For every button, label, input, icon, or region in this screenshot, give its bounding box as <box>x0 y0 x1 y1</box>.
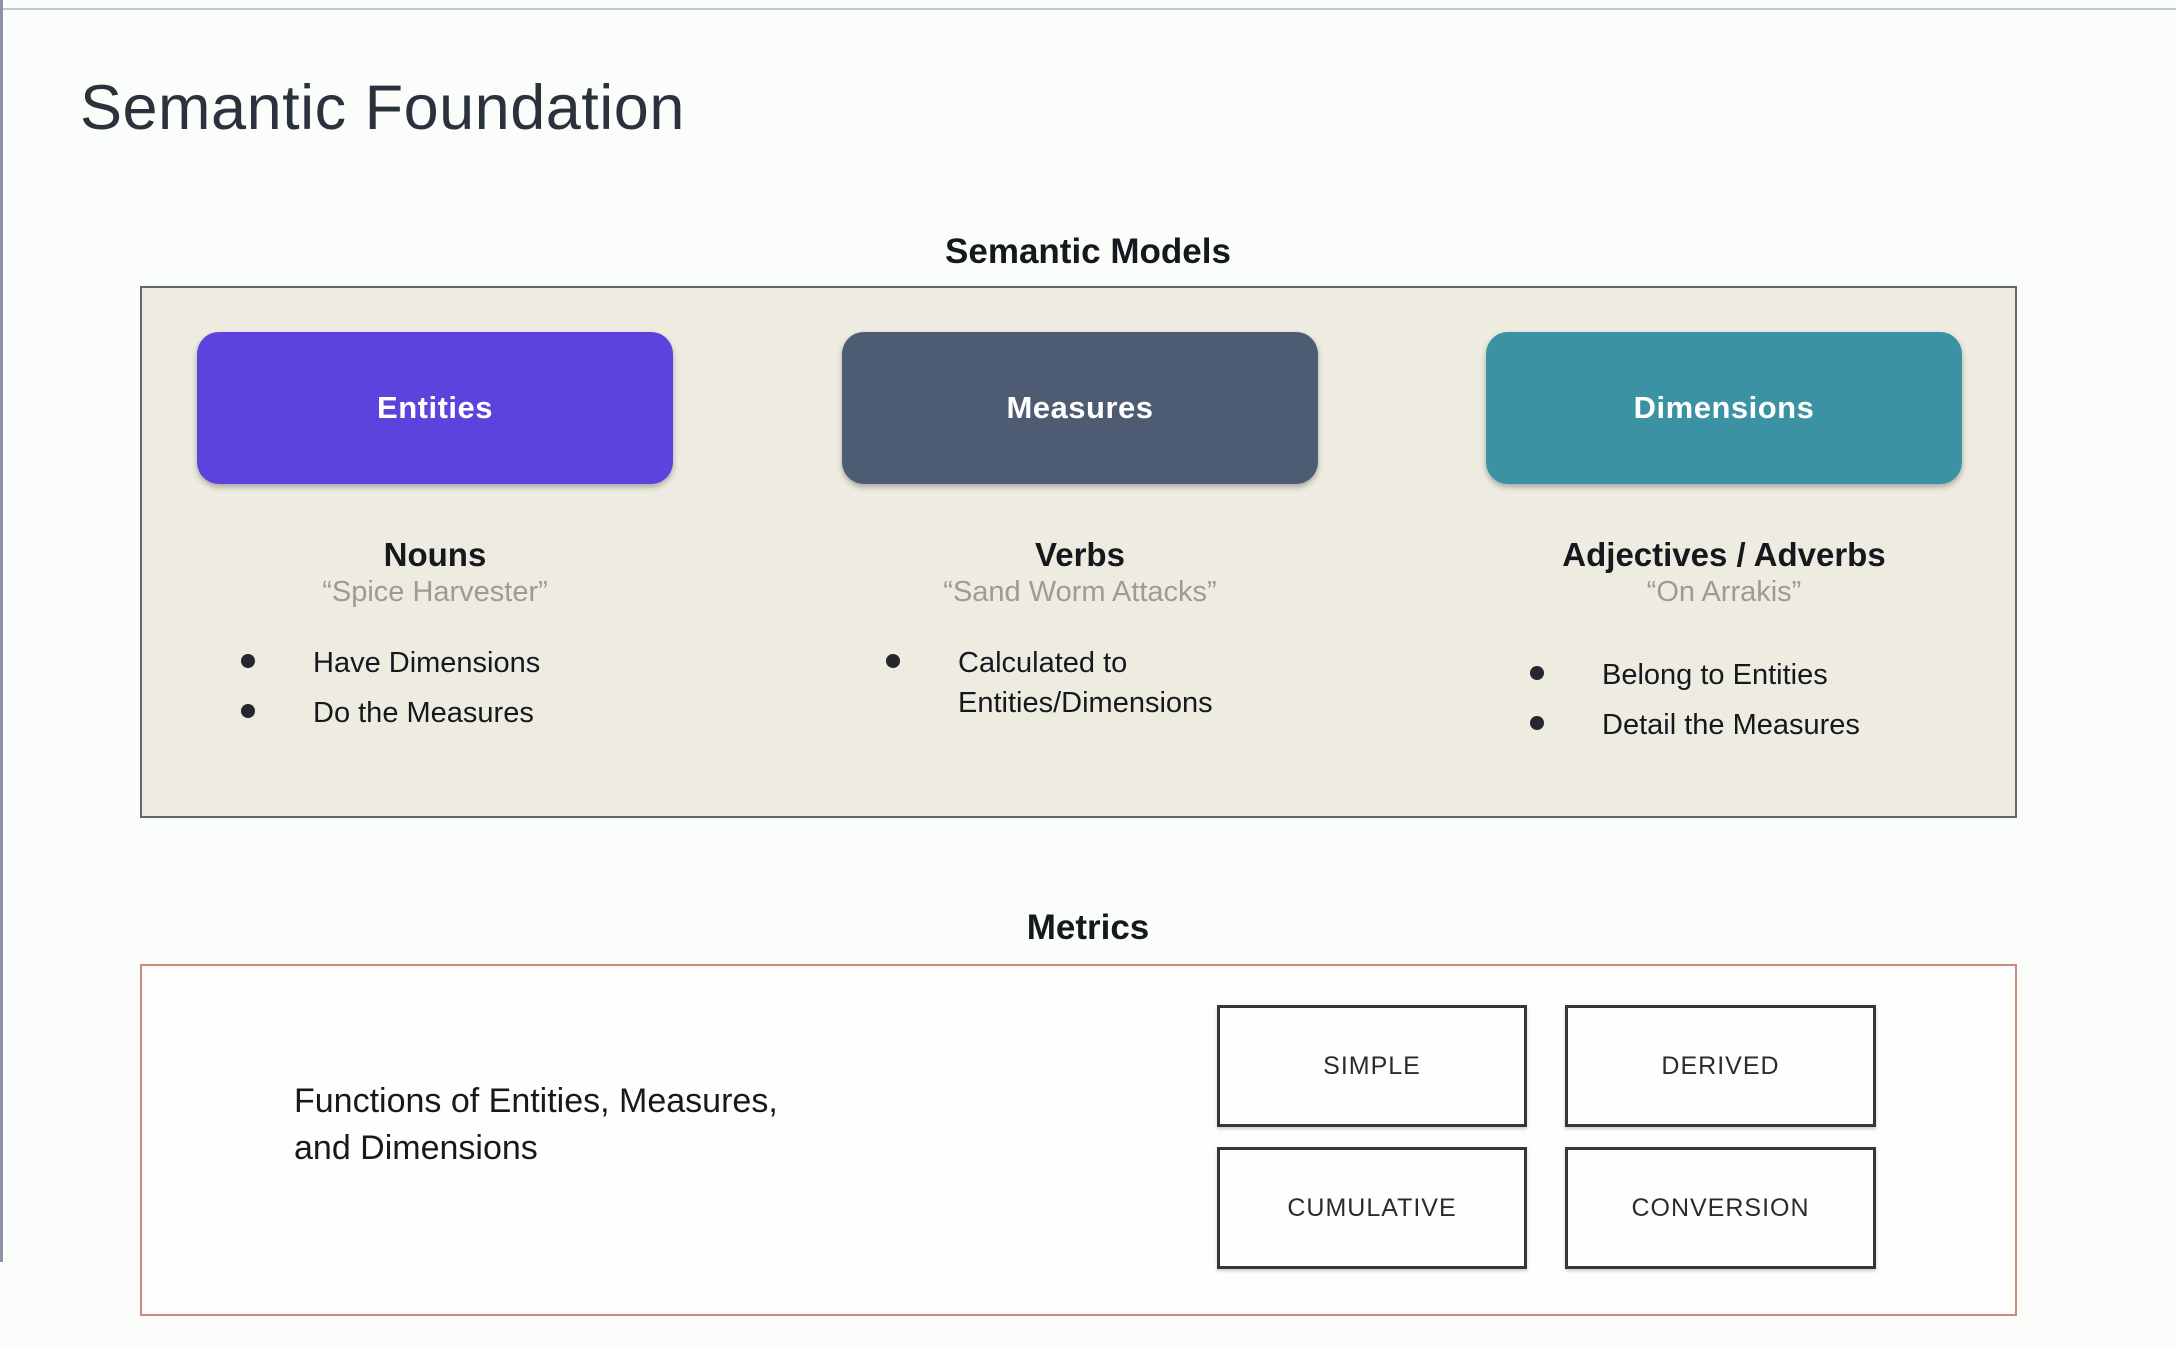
metrics-description-line2: and Dimensions <box>294 1129 538 1167</box>
page-title: Semantic Foundation <box>80 73 685 143</box>
entities-pill: Entities <box>197 332 673 484</box>
bullet-dot-icon <box>241 654 255 668</box>
metrics-heading: Metrics <box>1026 908 1150 947</box>
metric-type-grid: SIMPLE DERIVED CUMULATIVE CONVERSION <box>1217 1005 1876 1269</box>
column-measures: Measures Verbs “Sand Worm Attacks” Calcu… <box>800 286 1360 733</box>
bullet-dot-icon <box>1530 716 1544 730</box>
measures-col-heading: Verbs <box>1035 536 1125 573</box>
metrics-description-line1: Functions of Entities, Measures, <box>294 1082 778 1120</box>
semantic-models-heading: Semantic Models <box>945 232 1231 271</box>
column-entities: Entities Nouns “Spice Harvester” Have Di… <box>155 286 715 743</box>
bullet-dot-icon <box>241 704 255 718</box>
list-item: Have Dimensions <box>241 643 715 683</box>
dimensions-col-heading: Adjectives / Adverbs <box>1562 536 1886 573</box>
metric-type-conversion: CONVERSION <box>1565 1147 1876 1269</box>
frame-left-line <box>0 0 3 1262</box>
entities-bullet-list: Have Dimensions Do the Measures <box>155 643 715 733</box>
metrics-description: Functions of Entities, Measures, and Dim… <box>294 1078 778 1172</box>
column-dimensions: Dimensions Adjectives / Adverbs “On Arra… <box>1444 286 2004 755</box>
dimensions-bullet-list: Belong to Entities Detail the Measures <box>1444 655 2004 745</box>
dimensions-col-quote: “On Arrakis” <box>1646 576 1802 608</box>
measures-pill: Measures <box>842 332 1318 484</box>
list-item: Do the Measures <box>241 693 715 733</box>
metric-type-cumulative: CUMULATIVE <box>1217 1147 1527 1269</box>
bullet-dot-icon <box>1530 666 1544 680</box>
list-item: Belong to Entities <box>1530 655 2004 695</box>
list-item: Calculated to Entities/Dimensions <box>886 643 1360 723</box>
metric-type-simple: SIMPLE <box>1217 1005 1527 1127</box>
metric-type-derived: DERIVED <box>1565 1005 1876 1127</box>
entities-col-heading: Nouns <box>383 536 487 573</box>
bullet-text: Do the Measures <box>313 697 534 729</box>
bullet-text: Calculated to Entities/Dimensions <box>958 647 1213 719</box>
entities-col-quote: “Spice Harvester” <box>322 576 548 608</box>
frame-top-line <box>0 8 2176 10</box>
bullet-text: Have Dimensions <box>313 647 541 679</box>
bullet-text: Belong to Entities <box>1602 659 1828 691</box>
bullet-text: Detail the Measures <box>1602 709 1860 741</box>
measures-col-quote: “Sand Worm Attacks” <box>943 576 1217 608</box>
measures-bullet-list: Calculated to Entities/Dimensions <box>800 643 1360 723</box>
bullet-dot-icon <box>886 654 900 668</box>
list-item: Detail the Measures <box>1530 705 2004 745</box>
dimensions-pill: Dimensions <box>1486 332 1962 484</box>
